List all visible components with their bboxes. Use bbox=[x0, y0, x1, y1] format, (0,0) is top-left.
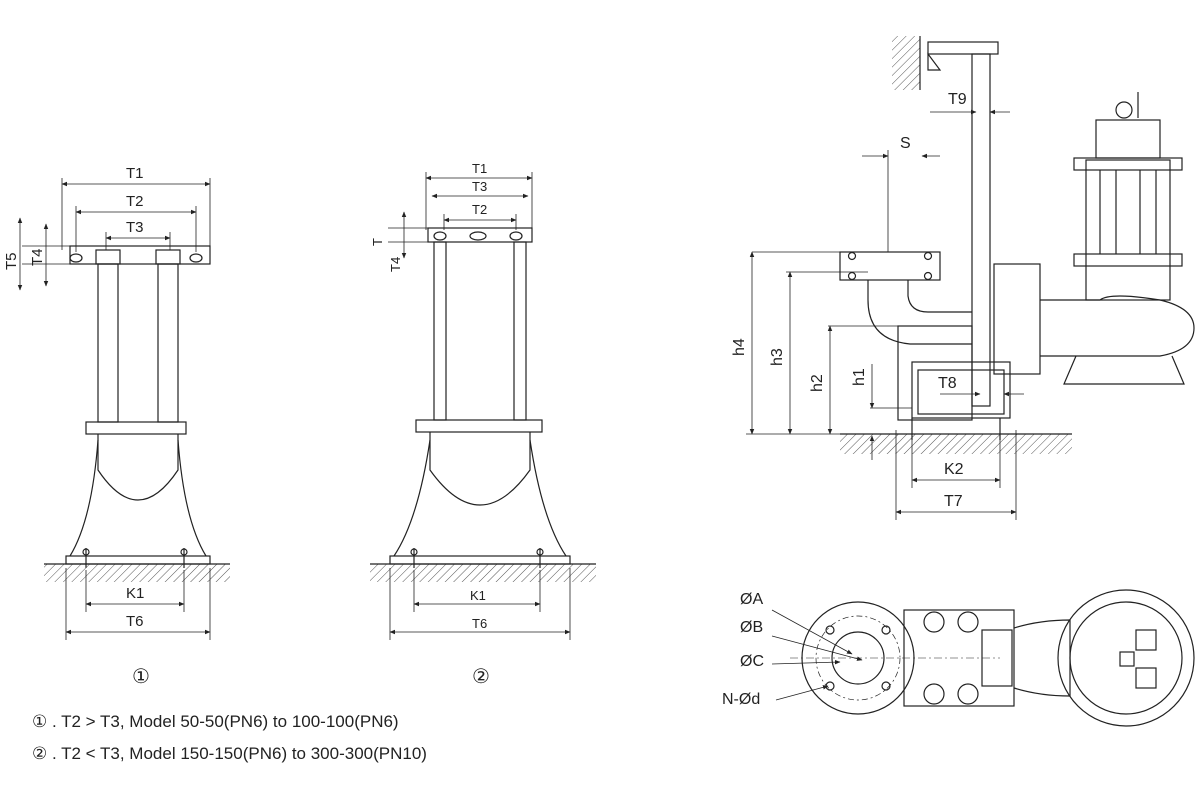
dim-label-T6: T6 bbox=[472, 616, 487, 631]
floor-hatch bbox=[44, 564, 230, 582]
wall-hatch bbox=[892, 36, 920, 90]
bolt-hole bbox=[469, 231, 487, 241]
bolt-hole bbox=[433, 231, 447, 241]
dim-label-T4: T4 bbox=[388, 257, 403, 272]
base-foot-inner bbox=[917, 369, 1005, 415]
guide-rail bbox=[97, 263, 119, 423]
stand-body bbox=[393, 439, 567, 557]
outlet-bend bbox=[429, 432, 531, 506]
bolt-circle bbox=[815, 615, 901, 701]
dim-label-T4: T4 bbox=[29, 248, 46, 266]
figure-1-coupling-stand: T1 T2 T3 T4 T5 K1 T6 ① bbox=[3, 165, 230, 688]
bore-circle bbox=[831, 631, 885, 685]
figure-1-caption: ① bbox=[132, 666, 150, 688]
base-foot bbox=[911, 361, 1011, 419]
bolt-hole bbox=[189, 253, 203, 263]
model-note-1: ① . T2 > T3, Model 50-50(PN6) to 100-100… bbox=[32, 712, 399, 731]
motor-top bbox=[1095, 119, 1161, 159]
dim-label-T6: T6 bbox=[126, 613, 144, 630]
bolt-hole bbox=[509, 231, 523, 241]
dim-label-T1: T1 bbox=[472, 161, 487, 176]
dim-label-T2: T2 bbox=[126, 193, 144, 210]
dim-label-T3: T3 bbox=[472, 179, 487, 194]
volute-outline bbox=[1013, 619, 1071, 697]
outlet-bend bbox=[97, 434, 179, 501]
dim-label-K1: K1 bbox=[126, 585, 144, 602]
plan-label-A: ØA bbox=[740, 591, 763, 608]
coupling-block bbox=[903, 609, 1015, 707]
dim-label-T2: T2 bbox=[472, 202, 487, 217]
plan-label-C: ØC bbox=[740, 653, 764, 670]
motor-circle bbox=[1057, 589, 1195, 727]
lifting-eye bbox=[1115, 101, 1133, 119]
pump-volute bbox=[1040, 295, 1195, 357]
motor-band bbox=[1073, 253, 1183, 267]
base-plate bbox=[65, 555, 211, 565]
pump-plan-view: ØA ØB ØC N-Ød bbox=[722, 589, 1195, 727]
dim-label-T3: T3 bbox=[126, 219, 144, 236]
guide-rail bbox=[157, 263, 179, 423]
guide-rail bbox=[433, 241, 447, 421]
motor-housing bbox=[1085, 159, 1171, 301]
plan-label-Nd: N-Ød bbox=[722, 691, 760, 708]
pump-coupling bbox=[993, 263, 1041, 375]
dim-label-T5: T5 bbox=[3, 252, 20, 270]
floor-hatch bbox=[840, 434, 1072, 454]
dim-label-T1: T1 bbox=[126, 165, 144, 182]
dim-label-h4: h4 bbox=[731, 338, 748, 356]
outlet-flange bbox=[839, 251, 941, 281]
dim-label-h3: h3 bbox=[769, 348, 786, 366]
coupling-base bbox=[897, 325, 973, 421]
dim-label-K1: K1 bbox=[470, 588, 486, 603]
pump-suction-base bbox=[1063, 355, 1185, 385]
figure-2-caption: ② bbox=[472, 666, 490, 688]
pump-side-elevation: T9 S h4 h3 h2 h1 T8 K2 T7 bbox=[731, 36, 1195, 520]
mid-flange bbox=[85, 421, 187, 435]
guide-rail bbox=[513, 241, 527, 421]
plan-label-B: ØB bbox=[740, 619, 763, 636]
top-bracket bbox=[927, 41, 999, 55]
guide-rail bbox=[971, 53, 991, 407]
mid-flange bbox=[415, 419, 543, 433]
model-note-2: ② . T2 < T3, Model 150-150(PN6) to 300-3… bbox=[32, 744, 427, 763]
dim-label-h1: h1 bbox=[851, 368, 868, 386]
stand-body bbox=[69, 439, 207, 557]
dim-label-T7: T7 bbox=[944, 493, 963, 510]
top-flange bbox=[69, 245, 211, 265]
dim-label-K2: K2 bbox=[944, 461, 964, 478]
guide-socket bbox=[95, 249, 121, 265]
dim-label-T: T bbox=[370, 238, 385, 246]
floor-hatch bbox=[370, 564, 596, 582]
guide-socket bbox=[155, 249, 181, 265]
top-flange bbox=[427, 227, 533, 243]
dim-label-T9: T9 bbox=[948, 91, 967, 108]
dim-label-T8: T8 bbox=[938, 375, 957, 392]
base-plate bbox=[389, 555, 571, 565]
dim-label-h2: h2 bbox=[809, 374, 826, 392]
figure-2-coupling-stand: T1 T3 T2 T T4 K1 T6 ② bbox=[370, 161, 596, 688]
dim-label-S: S bbox=[900, 135, 911, 152]
bolt-hole bbox=[69, 253, 83, 263]
discharge-elbow bbox=[867, 280, 972, 345]
